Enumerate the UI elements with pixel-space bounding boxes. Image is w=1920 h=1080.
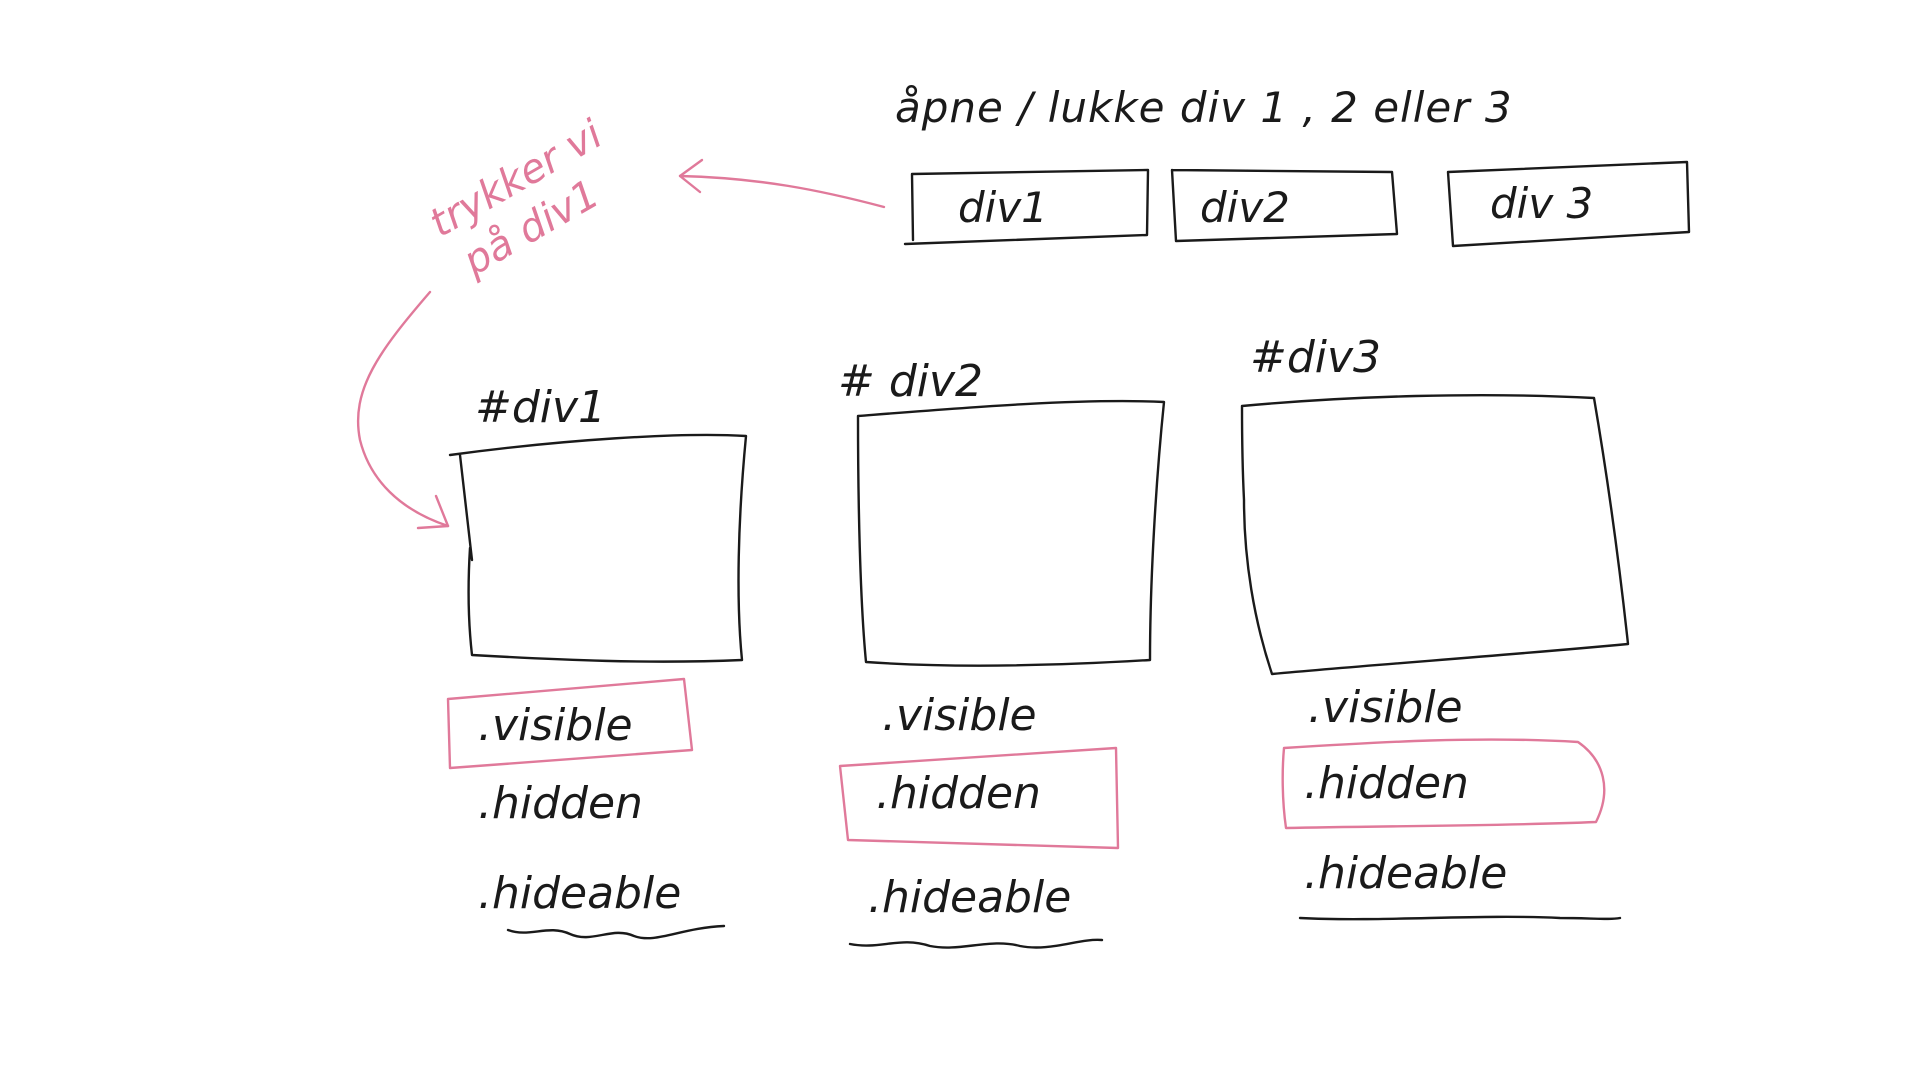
panel-div1-hideable-underline — [506, 924, 726, 940]
panel-div2-states: .visible .hidden .hideable — [838, 690, 1120, 949]
panel-div2-label: # div2 — [838, 356, 983, 407]
panel-div3-state-hidden: .hidden — [1304, 758, 1469, 809]
panel-div1-state-hideable: .hideable — [478, 868, 681, 919]
annotation-arrow-top-head — [678, 158, 704, 194]
panel-div2-state-hideable: .hideable — [868, 872, 1071, 923]
panel-div1: #div1 .visible .hidden .hideable — [446, 382, 748, 940]
button-div2-label: div2 — [1200, 183, 1290, 232]
button-div1[interactable]: div1 — [903, 168, 1150, 246]
panel-div1-states: .visible .hidden .hideable — [446, 677, 726, 940]
panel-div2-box — [856, 399, 1166, 667]
panel-div3-highlight — [1281, 738, 1606, 830]
annotation-arrow-down — [356, 290, 450, 530]
panel-div3-state-hideable: .hideable — [1304, 848, 1507, 899]
panel-div3-states: .visible .hidden .hideable — [1281, 682, 1622, 921]
panel-div2: # div2 .visible .hidden .hideable — [838, 356, 1166, 949]
button-div1-label: div1 — [958, 183, 1048, 232]
button-div3[interactable]: div 3 — [1446, 160, 1691, 248]
panel-div3-hideable-underline — [1298, 915, 1622, 921]
annotation-arrow-top — [678, 158, 886, 209]
button-div3-label: div 3 — [1490, 179, 1593, 228]
heading-text: åpne / lukke div 1 , 2 eller 3 — [895, 83, 1513, 132]
panel-div2-state-visible: .visible — [882, 690, 1037, 741]
panel-div2-state-hidden: .hidden — [876, 768, 1041, 819]
button-div3-outline — [1446, 160, 1691, 248]
panel-div3-box — [1240, 393, 1630, 676]
annotation-arrow-top-line — [678, 174, 886, 209]
annotation-arrow-down-head — [416, 494, 450, 530]
panel-div2-hideable-underline — [848, 938, 1104, 949]
panel-div3-label: #div3 — [1250, 332, 1381, 383]
panel-div3-state-visible: .visible — [1308, 682, 1463, 733]
button-div1-outline — [903, 168, 1150, 246]
button-div2-outline — [1170, 168, 1399, 243]
panel-div2-highlight — [838, 746, 1120, 850]
panel-div1-highlight — [446, 677, 694, 770]
panel-div1-label: #div1 — [475, 382, 606, 433]
annotation-text: trykker vi på div1 — [422, 111, 610, 285]
panel-div1-state-hidden: .hidden — [478, 778, 643, 829]
panel-div1-state-visible: .visible — [478, 700, 633, 751]
button-div2[interactable]: div2 — [1170, 168, 1399, 243]
panel-div3: #div3 .visible .hidden .hideable — [1240, 332, 1630, 921]
panel-div1-box — [448, 433, 748, 663]
annotation-arrow-down-line — [356, 290, 450, 528]
